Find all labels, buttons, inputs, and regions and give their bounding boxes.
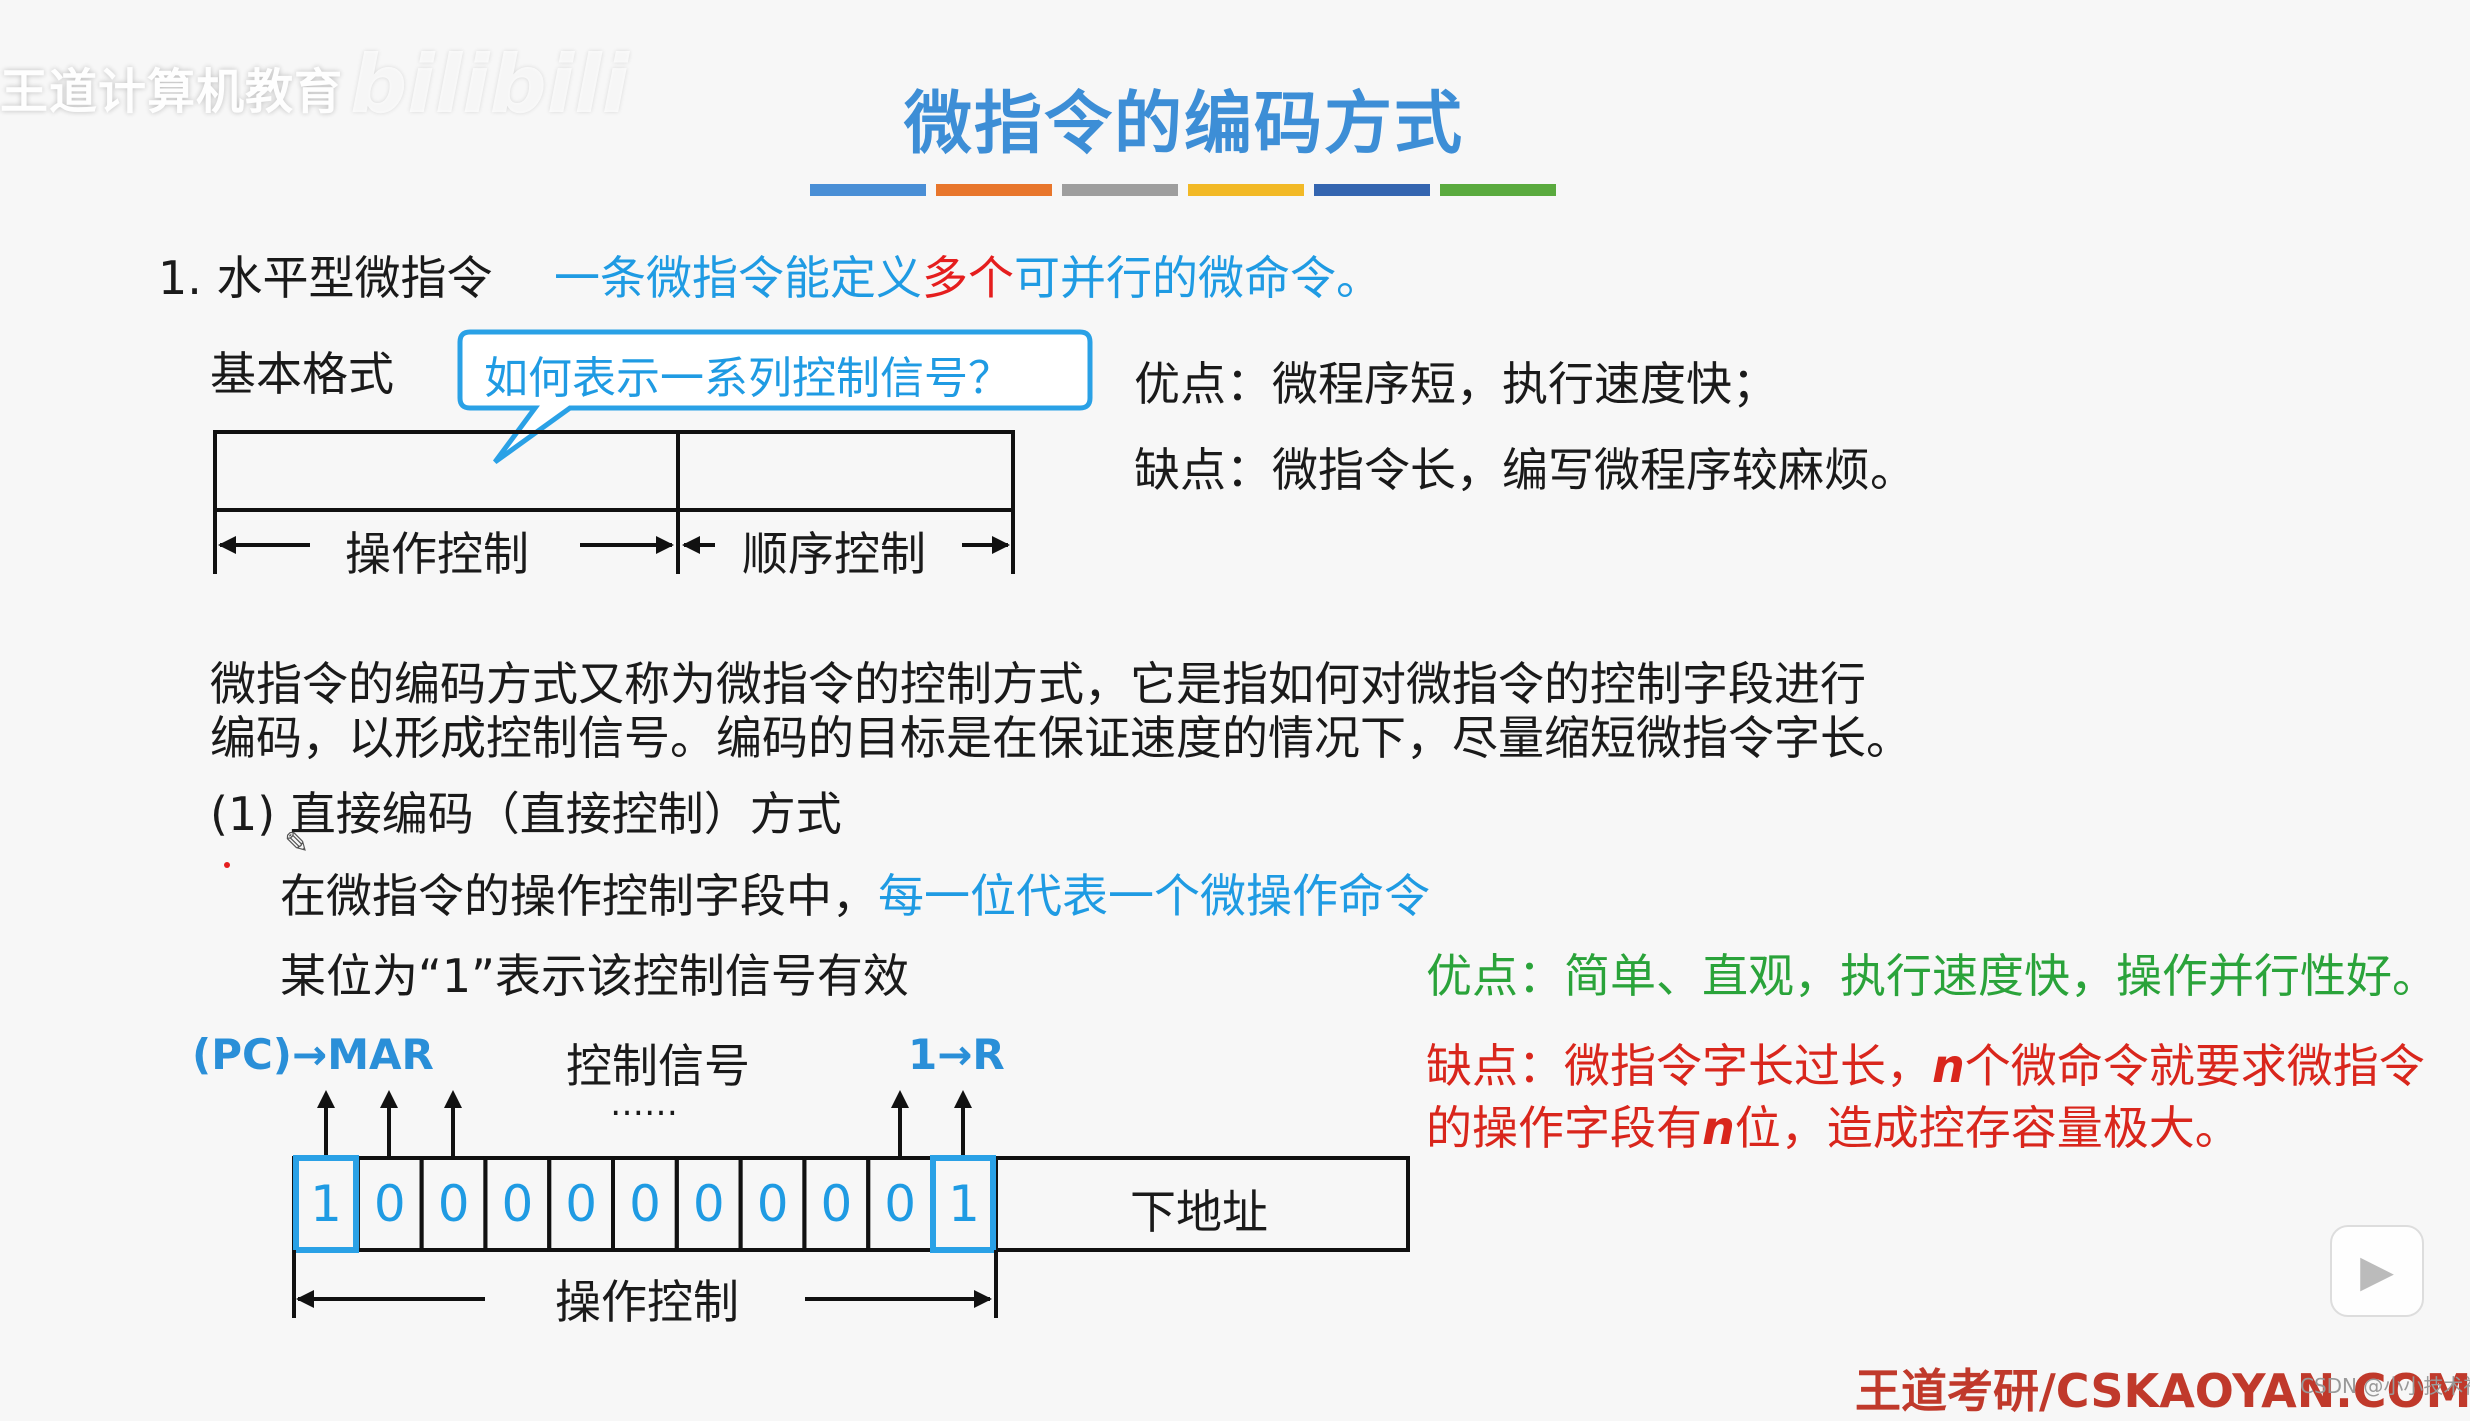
direct-line-2: 某位为“1”表示该控制信号有效 (280, 949, 909, 1003)
stripe-4 (1188, 184, 1304, 196)
desc-post: 可并行的微命令。 (1014, 251, 1382, 305)
basic-format-label: 基本格式 (210, 347, 394, 401)
seq-arrow-left-head (682, 536, 700, 554)
horizontal-pro: 优点：微程序短，执行速度快； (1134, 357, 1778, 411)
signal-1-r: 1→R (908, 1030, 1005, 1079)
desc-highlight: 多个 (922, 251, 1014, 305)
bit-value: 0 (820, 1175, 853, 1233)
play-icon: ▶ (2360, 1245, 2394, 1297)
next-address-label: 下地址 (1130, 1185, 1268, 1239)
desc-pre: 一条微指令能定义 (554, 251, 922, 305)
bit-highlight-first (293, 1155, 359, 1253)
bit-value: 0 (756, 1175, 789, 1233)
direct-line-1: 在微指令的操作控制字段中，每一位代表一个微操作命令 (280, 860, 1430, 926)
seq-arrow-right-head (992, 536, 1010, 554)
speech-bubble (457, 329, 1093, 465)
bit-value: 1 (310, 1175, 342, 1233)
signal-arrow-5-head (954, 1090, 972, 1108)
op-range-right-head (974, 1290, 992, 1308)
direct-line-1-highlight: 每一位代表一个微操作命令 (878, 869, 1430, 923)
bit-value: 0 (565, 1175, 598, 1233)
signal-arrow-1-head (317, 1090, 335, 1108)
bit-value: 0 (692, 1175, 725, 1233)
format-box (213, 430, 1015, 512)
direct-encoding-heading: (1) 直接编码（直接控制）方式 (210, 787, 842, 841)
field-seq-control: 顺序控制 (742, 527, 926, 581)
op-range-left-head (296, 1290, 314, 1308)
stripe-3 (1062, 184, 1178, 196)
direct-con-n1: n (1932, 1039, 1965, 1093)
laser-pointer-dot (224, 862, 230, 868)
horizontal-con: 缺点：微指令长，编写微程序较麻烦。 (1134, 443, 1916, 497)
direct-con-b: 个微命令就要求微指令 (1964, 1039, 2425, 1093)
signal-arrow-3-head (444, 1090, 462, 1108)
direct-con-a: 缺点：微指令字长过长， (1426, 1039, 1932, 1093)
stripe-1 (810, 184, 926, 196)
direct-con-n2: n (1702, 1101, 1735, 1155)
signal-ellipsis: …… (610, 1084, 678, 1124)
direct-con-c: 的操作字段有 (1426, 1101, 1702, 1155)
slide-title: 微指令的编码方式 (904, 85, 1465, 164)
direct-con-line-2: 的操作字段有n位，造成控存容量极大。 (1426, 1092, 2241, 1158)
direct-con-d: 位，造成控存容量极大。 (1734, 1101, 2241, 1155)
bit-value: 0 (501, 1175, 534, 1233)
stripe-5 (1314, 184, 1430, 196)
bit-value: 0 (629, 1175, 661, 1233)
direct-con-line-1: 缺点：微指令字长过长，n个微命令就要求微指令 (1426, 1030, 2425, 1096)
title-underline-stripes (810, 184, 1556, 196)
bit-value: 0 (884, 1175, 917, 1233)
paragraph-line-1: 微指令的编码方式又称为微指令的控制方式，它是指如何对微指令的控制字段进行 (210, 657, 1866, 711)
bit-value: 0 (437, 1175, 470, 1233)
op-arrow-left-head (218, 536, 236, 554)
control-signal-label: 控制信号 (566, 1039, 750, 1093)
signal-arrow-2-head (380, 1090, 398, 1108)
pen-cursor-icon: ✎ (284, 826, 310, 861)
stripe-2 (936, 184, 1052, 196)
bit-value: 0 (373, 1175, 406, 1233)
bilibili-watermark: bilibili (350, 38, 630, 131)
paragraph-line-2: 编码，以形成控制信号。编码的目标是在保证速度的情况下，尽量缩短微指令字长。 (210, 711, 1912, 765)
bubble-question: 如何表示一系列控制信号？ (484, 353, 1012, 404)
signal-arrow-4-head (891, 1090, 909, 1108)
csdn-watermark: CSDN @小小技术社区 (2300, 1374, 2470, 1398)
op-arrow-right-head (656, 536, 674, 554)
direct-pro: 优点：简单、直观，执行速度快，操作并行性好。 (1426, 949, 2438, 1003)
op-control-range-label: 操作控制 (555, 1275, 739, 1329)
section-heading-horizontal: 1. 水平型微指令 (158, 251, 493, 305)
signal-pc-mar: (PC)→MAR (192, 1030, 434, 1079)
bit-highlight-last (930, 1155, 996, 1253)
bit-value: 1 (948, 1175, 980, 1233)
direct-line-1-pre: 在微指令的操作控制字段中， (280, 869, 878, 923)
field-op-control: 操作控制 (345, 527, 529, 581)
horizontal-description: 一条微指令能定义多个可并行的微命令。 (554, 242, 1382, 308)
brand-logo: 王道计算机教育 (0, 64, 344, 120)
stripe-6 (1440, 184, 1556, 196)
play-button[interactable]: ▶ (2330, 1225, 2424, 1317)
